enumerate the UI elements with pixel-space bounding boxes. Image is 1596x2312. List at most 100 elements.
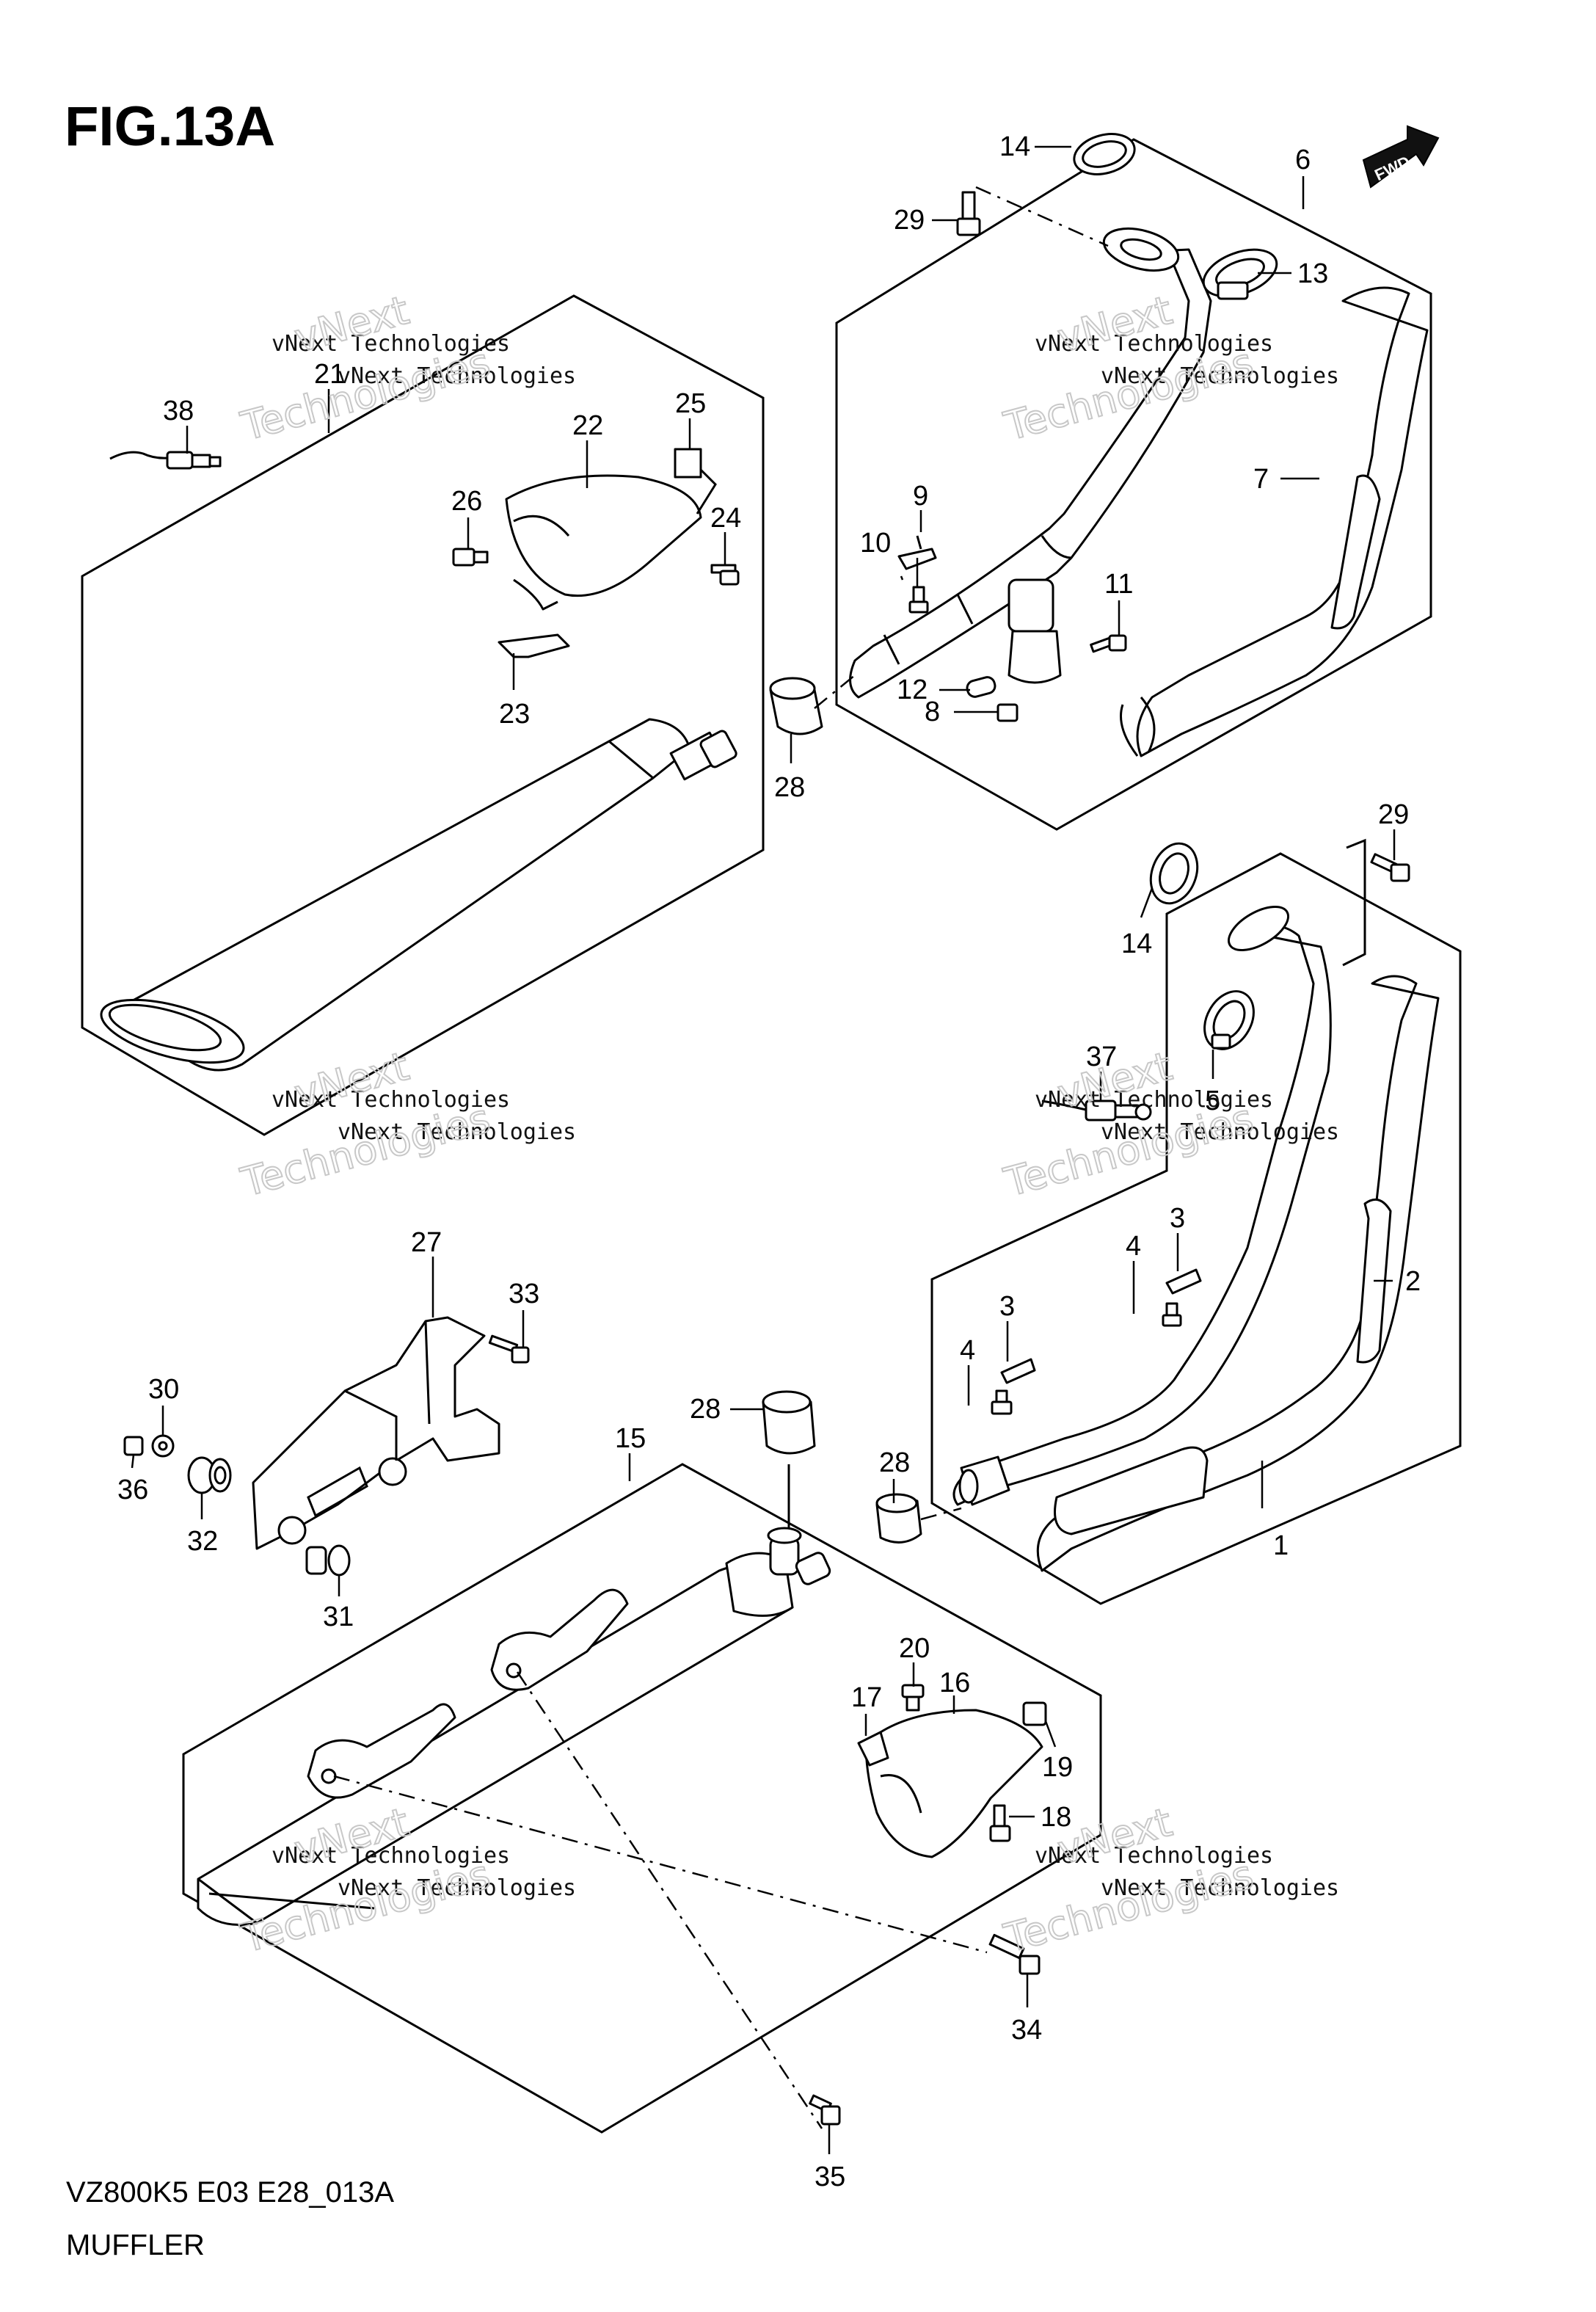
svg-text:vNext Technologies: vNext Technologies [338,1875,576,1901]
watermarks: vNext Technologies vNext Technologies vN… [236,286,1339,1963]
rear-muffler-21 [100,718,737,1072]
callout-8: 8 [925,697,940,727]
callout-36: 36 [117,1475,148,1505]
bolt-29-upper [956,191,981,236]
svg-text:vNext Technologies: vNext Technologies [1035,1087,1273,1113]
exhaust-pipe-1-frame [930,852,1462,1605]
svg-text:vNext Technologies: vNext Technologies [338,1119,576,1145]
watermark-upper-left: vNext Technologies vNext Technologies vN… [236,286,576,451]
heat-shield-7 [1120,286,1429,757]
bracket-3-upper [1165,1268,1202,1295]
callout-10: 10 [860,528,891,559]
clamp-5 [1203,990,1255,1050]
callout-37: 37 [1086,1042,1117,1072]
svg-text:vNext Technologies: vNext Technologies [272,1087,510,1113]
svg-text:vNext Technologies: vNext Technologies [272,1843,510,1869]
bolt-11 [1090,634,1127,653]
callout-38: 38 [163,396,194,426]
callout-31: 31 [323,1602,354,1632]
heat-cover-16 [857,1701,1047,1858]
bolt-35 [809,2094,841,2126]
callout-26: 26 [451,486,482,517]
callout-20: 20 [899,1633,930,1664]
callout-29-lower: 29 [1378,799,1409,830]
callout-23: 23 [499,699,530,730]
callout-33: 33 [509,1279,539,1309]
front-exhaust-pipe-6 [849,228,1212,699]
oxygen-sensor-37 [1041,1099,1152,1122]
fwd-arrow-icon: FWD [1362,125,1440,189]
callout-3-lower: 3 [999,1291,1015,1322]
callout-14-lower: 14 [1121,928,1152,959]
clamp-13 [1202,248,1278,300]
svg-text:vNext Technologies: vNext Technologies [1035,331,1273,357]
heat-shield-2 [1036,975,1440,1572]
connector-pipe-28-middle [875,1493,922,1544]
callout-35: 35 [815,2162,845,2192]
hose-12 [966,676,996,698]
callout-28-lower-left: 28 [690,1394,721,1425]
callout-21: 21 [314,359,345,390]
callout-9: 9 [913,481,928,512]
callout-28-upper: 28 [774,772,805,803]
bolt-10 [908,586,929,614]
callout-12: 12 [897,675,928,705]
callout-14-upper: 14 [999,131,1030,162]
bolt-4-lower [991,1389,1013,1415]
connector-pipe-28-lower [762,1390,816,1455]
bolt-26 [452,548,489,567]
svg-text:vNext Technologies: vNext Technologies [1101,1119,1339,1145]
callout-3-upper: 3 [1170,1203,1185,1234]
bolt-18 [989,1804,1011,1842]
bolt-33 [488,1334,530,1364]
muffler-bracket-27 [252,1316,500,1550]
bolt-20 [901,1684,925,1712]
callout-13: 13 [1297,258,1328,289]
rear-exhaust-pipe-1 [952,906,1332,1506]
callout-22: 22 [572,410,603,441]
front-muffler-15 [197,1527,831,1926]
callout-7: 7 [1253,464,1269,495]
alignment-line-29 [975,186,1109,247]
callout-16: 16 [939,1668,970,1698]
bracket-3-lower [1000,1358,1036,1384]
alignment-line-muffler [333,1775,988,1954]
callout-leaders [131,145,1396,2154]
exhaust-pipe-6-frame [835,138,1432,831]
heat-cover-22 [498,448,717,658]
callout-32: 32 [187,1526,218,1557]
svg-text:vNext Technologies: vNext Technologies [338,363,576,389]
model-code: VZ800K5 E03 E28_013A [66,2176,394,2209]
nut-36 [123,1436,144,1456]
watermark-upper-right: vNext Technologies vNext Technologies vN… [999,286,1339,451]
callout-11: 11 [1104,569,1133,600]
bolt-29-lower [1370,853,1410,882]
callout-15: 15 [615,1423,646,1454]
callout-28-lower-right: 28 [879,1447,910,1478]
oxygen-sensor-38 [109,451,222,470]
muffler-assembly-15-frame [182,1463,1102,2134]
callout-25: 25 [675,388,706,419]
callout-4-upper: 4 [1126,1231,1141,1262]
alignment-line-28 [814,675,856,709]
callout-19: 19 [1042,1752,1073,1783]
callout-27: 27 [411,1227,442,1258]
collar-31 [305,1544,351,1577]
svg-text:vNext Technologies: vNext Technologies [272,331,510,357]
callout-labels: 1 2 3 3 4 4 5 6 7 8 9 10 11 12 13 14 14 … [117,131,1421,2192]
bolt-34 [988,1933,1041,1975]
nut-8 [996,703,1019,722]
callout-1: 1 [1273,1530,1289,1561]
callout-30: 30 [148,1374,179,1405]
connector-pipe-28-upper [769,677,823,735]
muffler-assembly-21-frame [81,294,765,1136]
callout-34: 34 [1011,2015,1042,2046]
washer-30 [151,1434,175,1458]
svg-text:vNext Technologies: vNext Technologies [1035,1843,1273,1869]
bush-32 [187,1456,232,1494]
bolt-4-upper [1162,1302,1182,1327]
figure-title: FIG.13A [65,95,275,158]
callout-4-lower: 4 [960,1335,975,1366]
svg-text:vNext Technologies: vNext Technologies [1101,363,1339,389]
